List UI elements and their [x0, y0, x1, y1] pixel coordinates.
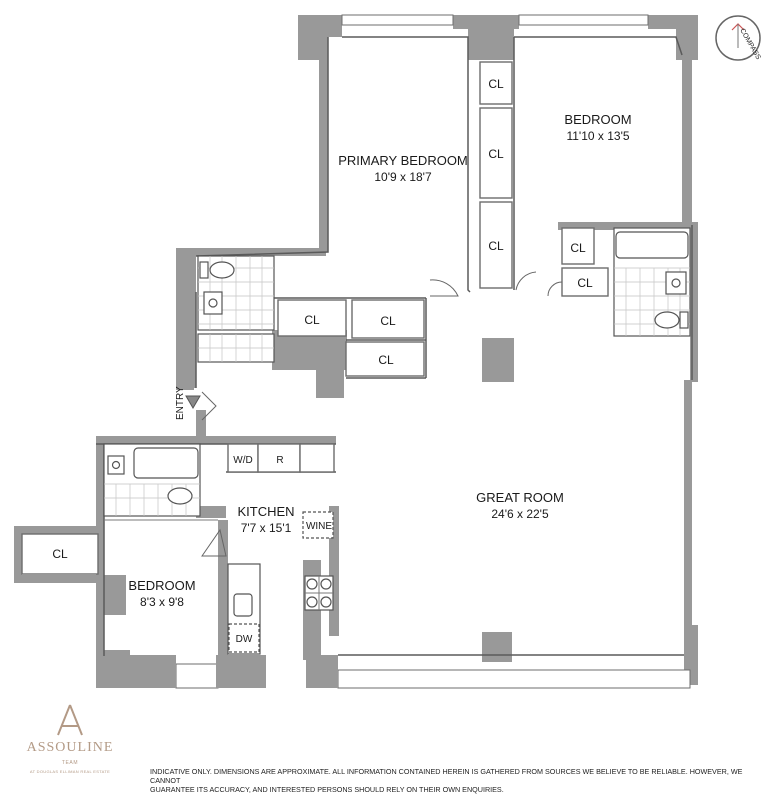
brand-sub2: AT DOUGLAS ELLIMAN REAL ESTATE: [29, 769, 111, 774]
compass-icon: [715, 15, 761, 61]
closet: [561, 227, 595, 265]
kitchen-label: KITCHEN: [237, 504, 294, 519]
brand-sub: TEAM: [61, 760, 79, 766]
closet: [479, 107, 513, 199]
closet-label: CL: [488, 147, 504, 161]
bath-west: [103, 443, 201, 517]
closet: [479, 61, 513, 105]
washer-dryer-label: W/D: [233, 455, 252, 466]
closet: [479, 201, 513, 289]
dishwasher-label: DW: [236, 634, 253, 645]
primary-bedroom-dims: 10'9 x 18'7: [374, 170, 432, 184]
bedroom-west-label: BEDROOM: [128, 578, 195, 593]
closet: [351, 299, 425, 339]
bath-north-east: [613, 227, 691, 337]
bedroom-west-dims: 8'3 x 9'8: [140, 595, 184, 609]
logo-mark-icon: [57, 704, 83, 736]
closet: [21, 533, 99, 575]
entry-label: ENTRY: [175, 386, 186, 420]
closet-label: CL: [380, 314, 396, 328]
closet-label: CL: [52, 547, 68, 561]
counter: [299, 443, 335, 473]
wine-label: WINE: [306, 521, 332, 532]
closet: [277, 299, 347, 337]
bedroom-east-dims: 11'10 x 13'5: [566, 129, 629, 143]
great-room-dims: 24'6 x 22'5: [491, 507, 549, 521]
primary-bedroom-label: PRIMARY BEDROOM: [338, 153, 468, 168]
great-room-label: GREAT ROOM: [476, 490, 564, 505]
closet: [345, 341, 425, 377]
closet-label: CL: [378, 353, 394, 367]
appliance-fridge: [257, 443, 301, 473]
closet-label: CL: [570, 241, 586, 255]
closets: [21, 61, 609, 575]
closet: [561, 267, 609, 297]
brand-name: ASSOULINE: [26, 740, 114, 755]
entry-arrow-icon: [185, 395, 201, 409]
closet-label: CL: [304, 313, 320, 327]
kitchen-fixtures: [227, 511, 334, 655]
doors: [201, 271, 563, 557]
bedroom-east-label: BEDROOM: [564, 112, 631, 127]
disclaimer-text: INDICATIVE ONLY. DIMENSIONS ARE APPROXIM…: [150, 767, 743, 794]
fridge-label: R: [276, 455, 283, 466]
closet-label: CL: [488, 239, 504, 253]
closet-label: CL: [488, 77, 504, 91]
appliance-wd: [227, 443, 259, 473]
bath-north-west: [197, 255, 275, 363]
kitchen-dims: 7'7 x 15'1: [241, 521, 292, 535]
closet-label: CL: [577, 276, 593, 290]
